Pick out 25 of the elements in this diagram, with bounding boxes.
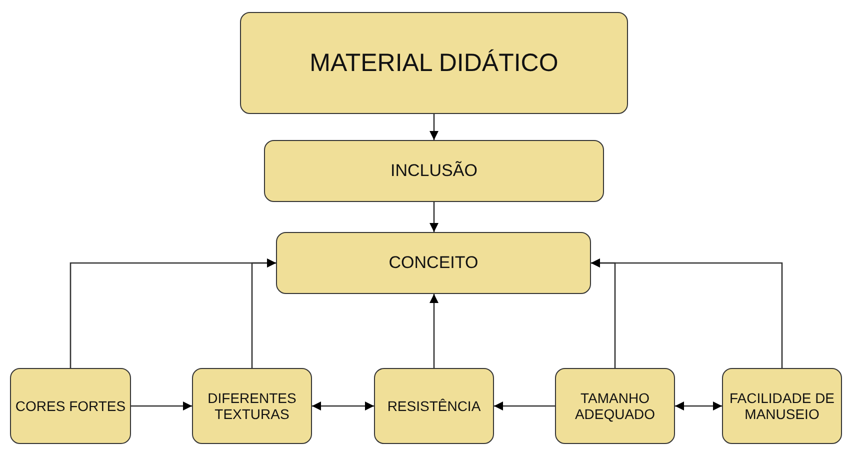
arrow <box>591 258 783 368</box>
box-label: CORES FORTES <box>15 398 126 414</box>
arrow <box>430 202 438 232</box>
arrow <box>430 294 438 368</box>
box-label: MATERIAL DIDÁTICO <box>310 48 558 78</box>
arrow <box>494 402 555 410</box>
box-label: DIFERENTES TEXTURAS <box>206 390 298 422</box>
process-box <box>264 140 604 202</box>
box-label: CONCEITO <box>388 253 478 273</box>
box-label: RESISTÊNCIA <box>387 398 481 414</box>
process-box <box>10 368 131 444</box>
process-box <box>722 368 842 444</box>
process-box <box>555 368 675 444</box>
arrow <box>312 402 374 410</box>
arrow <box>430 114 438 140</box>
box-label: TAMANHO ADEQUADO <box>574 390 656 422</box>
process-box <box>276 232 591 294</box>
process-box <box>192 368 312 444</box>
arrow <box>131 402 192 410</box>
arrow <box>251 258 276 368</box>
process-box <box>240 12 628 114</box>
box-label: INCLUSÃO <box>390 161 478 181</box>
process-box <box>374 368 494 444</box>
box-label: FACILIDADE DE MANUSEIO <box>728 390 836 422</box>
arrow <box>675 402 722 410</box>
